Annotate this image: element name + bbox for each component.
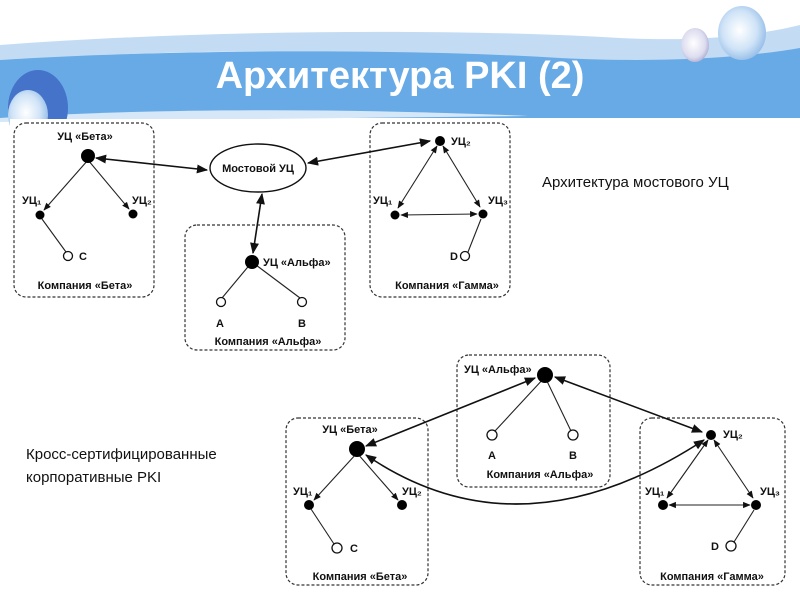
- company-gamma-box: [639, 417, 786, 586]
- ca-node: [390, 210, 400, 220]
- company-label: Компания «Бета»: [313, 571, 408, 583]
- ca-node: [245, 255, 259, 269]
- company-label: Компания «Альфа»: [215, 336, 322, 348]
- ca-node: [478, 209, 488, 219]
- company-label: Компания «Гамма»: [660, 571, 764, 583]
- company-label: Компания «Альфа»: [487, 469, 594, 481]
- ca-node: [435, 136, 445, 146]
- node-label: D: [450, 251, 458, 263]
- bubble-decoration: [718, 6, 766, 60]
- bubble-decoration: [681, 28, 709, 62]
- node-label: УЦ₁: [373, 195, 393, 207]
- user-node: [486, 429, 498, 441]
- node-label: УЦ₂: [132, 195, 152, 207]
- user-node: [215, 296, 227, 308]
- ca-node: [658, 500, 668, 510]
- company-beta-box: [285, 417, 429, 586]
- node-label: УЦ₂: [451, 136, 471, 148]
- node-label: B: [298, 318, 306, 330]
- ca-node: [706, 430, 716, 440]
- ca-node: [397, 500, 407, 510]
- node-label: УЦ₂: [723, 429, 743, 441]
- cross-cert-arrow: [553, 376, 704, 433]
- bridge-architecture-diagram: Мостовой УЦ УЦ «Бета» УЦ₁ УЦ₂ C Компания…: [13, 122, 511, 351]
- ca-node: [128, 209, 138, 219]
- node-label: УЦ₁: [645, 486, 665, 498]
- node-label: УЦ «Бета»: [322, 424, 378, 436]
- node-label: C: [79, 251, 87, 263]
- cross-caption-line2: корпоративные PKI: [26, 469, 161, 486]
- user-node: [459, 250, 471, 262]
- cross-cert-arrow: [365, 439, 705, 505]
- cross-caption-line1: Кросс-сертифицированные: [26, 446, 217, 463]
- cross-cert-arrow: [364, 377, 537, 447]
- node-label: УЦ «Альфа»: [464, 364, 532, 376]
- company-gamma-box: [369, 122, 511, 298]
- node-label: D: [711, 541, 719, 553]
- ca-node: [304, 500, 314, 510]
- user-node: [725, 540, 737, 552]
- cross-cert-arrow: [306, 138, 432, 166]
- ca-node: [349, 441, 365, 457]
- bridge-ca-node: [209, 143, 307, 193]
- node-label: УЦ₁: [22, 195, 42, 207]
- node-label: C: [350, 543, 358, 555]
- ca-node: [35, 210, 45, 220]
- user-node: [567, 429, 579, 441]
- node-label: УЦ₃: [488, 195, 508, 207]
- cross-cert-arrow: [250, 192, 265, 255]
- company-beta-box: [13, 122, 155, 298]
- company-alpha-box: [184, 224, 346, 351]
- cross-certified-diagram: УЦ «Альфа» A B Компания «Альфа» УЦ «Бета…: [285, 354, 786, 586]
- user-node: [331, 542, 343, 554]
- bridge-ca-label: Мостовой УЦ: [222, 163, 294, 175]
- user-node: [296, 296, 308, 308]
- cross-cert-arrow: [94, 154, 209, 174]
- ca-node: [751, 500, 761, 510]
- company-label: Компания «Бета»: [38, 280, 133, 292]
- node-label: УЦ₂: [402, 486, 422, 498]
- ca-node: [81, 149, 95, 163]
- user-node: [62, 250, 74, 262]
- node-label: УЦ₃: [760, 486, 780, 498]
- slide-title: Архитектура PKI (2): [216, 55, 585, 97]
- ca-node: [537, 367, 553, 383]
- bridge-caption: Архитектура мостового УЦ: [542, 174, 729, 191]
- node-label: УЦ «Альфа»: [263, 257, 331, 269]
- node-label: УЦ «Бета»: [57, 131, 113, 143]
- node-label: A: [216, 318, 224, 330]
- node-label: УЦ₁: [293, 486, 313, 498]
- node-label: B: [569, 450, 577, 462]
- node-label: A: [488, 450, 496, 462]
- company-label: Компания «Гамма»: [395, 280, 499, 292]
